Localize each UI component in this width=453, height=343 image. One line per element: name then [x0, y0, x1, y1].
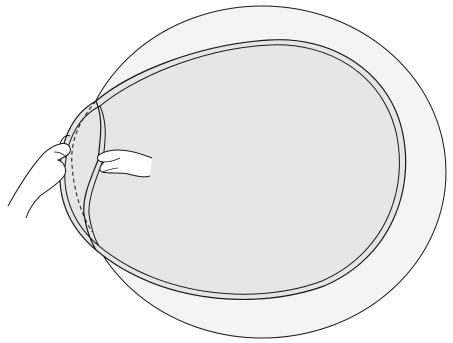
left-hand [8, 135, 70, 218]
